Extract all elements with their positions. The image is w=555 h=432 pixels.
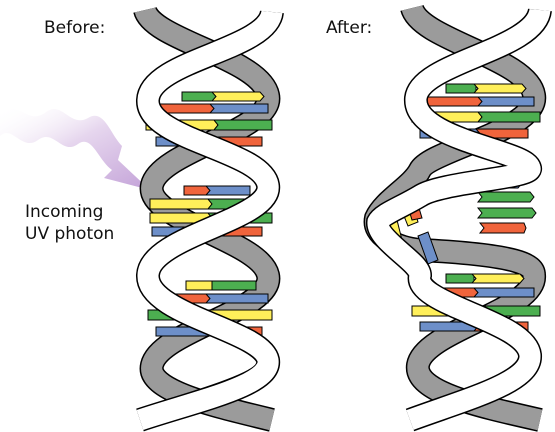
unpaired-bases-right bbox=[472, 177, 537, 234]
dna-double-helix-before bbox=[133, 4, 284, 432]
uv-photon-label: Incoming UV photon bbox=[25, 201, 114, 245]
dna-double-helix-after bbox=[363, 2, 552, 432]
after-label: After: bbox=[326, 18, 373, 38]
before-label: Before: bbox=[44, 18, 106, 38]
base-pairs-upper bbox=[411, 83, 541, 139]
uv-photon-arrow-icon bbox=[0, 108, 150, 190]
uv-photon-label-line1: Incoming bbox=[25, 202, 104, 222]
uv-photon-label-line2: UV photon bbox=[25, 224, 115, 244]
